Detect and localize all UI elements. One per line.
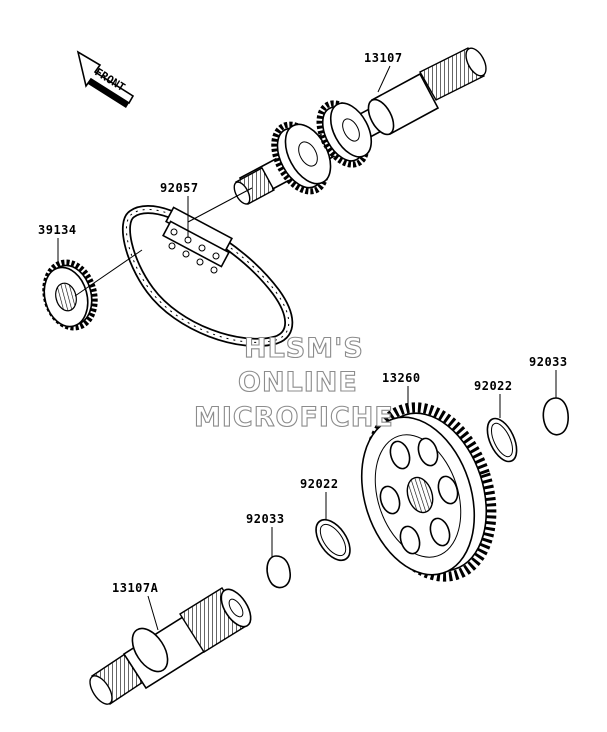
gear-13260 xyxy=(360,402,497,582)
label-39134: 39134 xyxy=(38,223,77,237)
front-arrow-icon: FRONT xyxy=(76,50,135,108)
lower-shaft-13107a xyxy=(89,587,252,705)
sprocket-39134 xyxy=(42,259,98,331)
label-92022-right: 92022 xyxy=(474,379,513,393)
ring-92022-right xyxy=(486,417,518,463)
label-92033-right: 92033 xyxy=(529,355,568,369)
watermark-line-3: MICROFICHE xyxy=(194,402,394,433)
upper-shaft-13107 xyxy=(233,47,487,205)
part-labels: 13107 92057 39134 13260 92033 92022 9202… xyxy=(38,51,568,595)
circlip-92033-left xyxy=(266,555,291,589)
label-92022-left: 92022 xyxy=(300,477,339,491)
label-13260: 13260 xyxy=(382,371,421,385)
circlip-92033-right xyxy=(542,397,569,436)
label-92033-left: 92033 xyxy=(246,512,285,526)
watermark-line-1: HLSM'S xyxy=(244,333,364,364)
label-13107a: 13107A xyxy=(112,581,159,595)
label-92057: 92057 xyxy=(160,181,199,195)
label-13107: 13107 xyxy=(364,51,403,65)
chain-92057 xyxy=(121,205,294,347)
ring-92022-left xyxy=(315,518,351,562)
watermark-line-2: ONLINE xyxy=(238,367,358,398)
leader-lines xyxy=(57,65,557,631)
watermark: HLSM'S ONLINE MICROFICHE xyxy=(193,332,394,433)
